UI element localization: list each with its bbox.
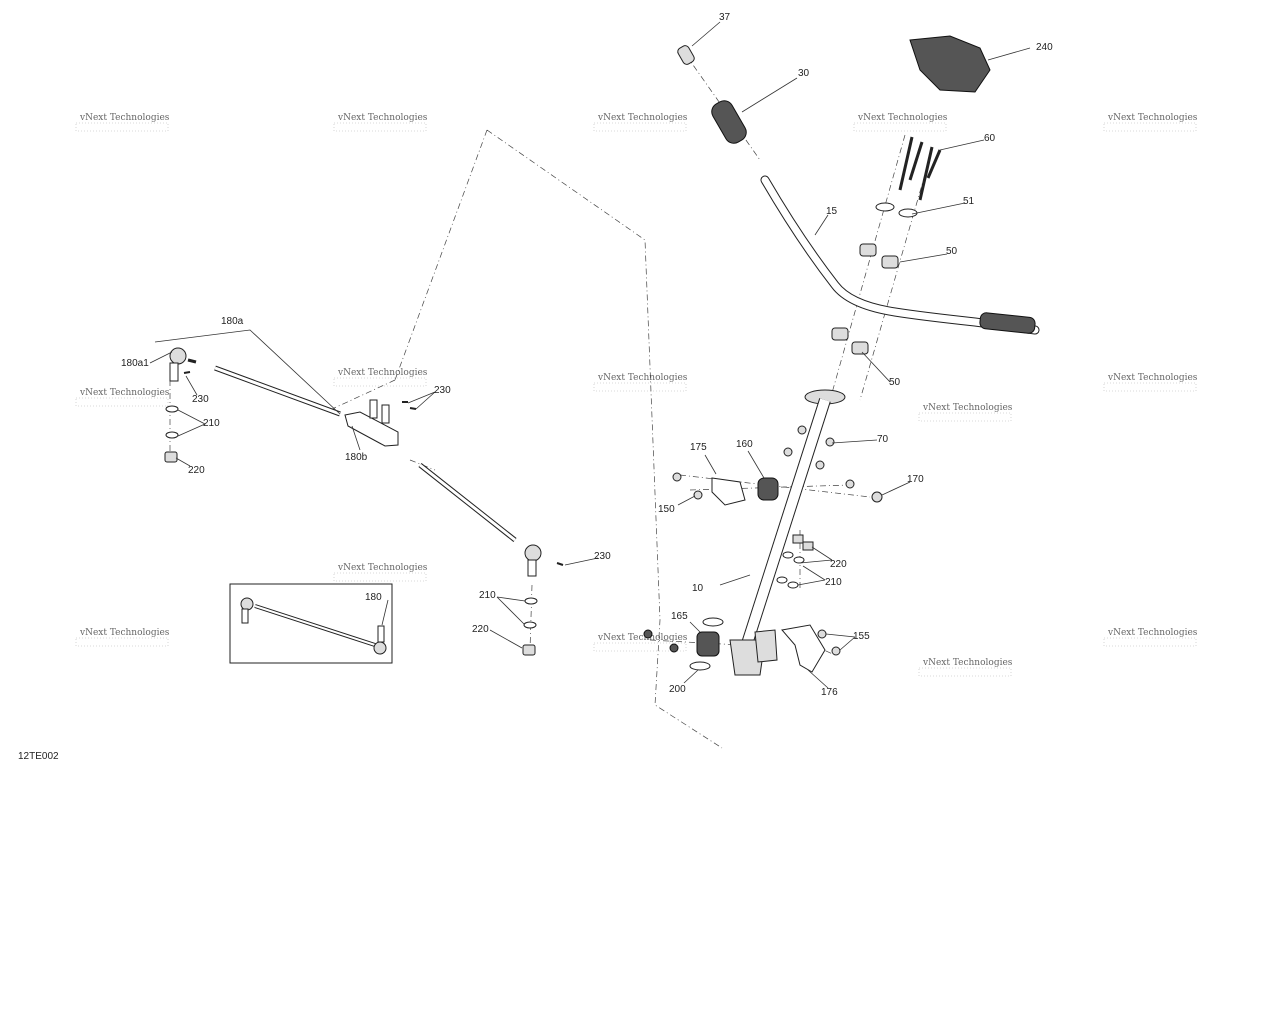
callout-label: 230 [434, 385, 451, 396]
leader-lines [149, 21, 1031, 689]
svg-text:vNext Technologies: vNext Technologies [79, 388, 170, 398]
watermark: vNext Technologies [918, 403, 1013, 422]
watermark: vNext Technologies [333, 113, 428, 132]
watermark: vNext Technologies [593, 633, 688, 652]
watermark: vNext Technologies [1103, 373, 1198, 392]
svg-text:vNext Technologies: vNext Technologies [337, 368, 428, 378]
svg-text:vNext Technologies: vNext Technologies [79, 628, 170, 638]
svg-text:vNext Technologies: vNext Technologies [1107, 628, 1198, 638]
callout-label: 175 [690, 442, 707, 453]
watermark: vNext Technologies [853, 113, 948, 132]
callout-label: 160 [736, 439, 753, 450]
callout-labels: 37 30 240 60 51 15 50 50 70 175 160 170 150 220 210 10 1… [121, 12, 1053, 698]
watermark: vNext Technologies [75, 113, 170, 132]
callout-label: 50 [946, 246, 958, 257]
axis-lines [169, 54, 933, 656]
callout-label: 70 [877, 434, 889, 445]
callout-label: 10 [692, 583, 704, 594]
callout-label: 155 [853, 631, 870, 642]
callout-label: 50 [889, 377, 901, 388]
callout-label: 180a1 [121, 358, 149, 369]
svg-text:vNext Technologies: vNext Technologies [1107, 373, 1198, 383]
callout-label: 165 [671, 611, 688, 622]
part-bolts [898, 136, 942, 201]
callout-label: 240 [1036, 42, 1053, 53]
svg-text:vNext Technologies: vNext Technologies [337, 113, 428, 123]
svg-text:vNext Technologies: vNext Technologies [79, 113, 170, 123]
callout-label: 180 [365, 592, 382, 603]
callout-label: 180a [221, 316, 244, 327]
callout-label: 176 [821, 687, 838, 698]
assembly-outline [329, 129, 723, 749]
watermark: vNext Technologies [918, 658, 1013, 677]
part-grip [711, 100, 747, 144]
callout-label: 51 [963, 196, 975, 207]
part-bushing [757, 477, 779, 501]
callout-label: 220 [188, 465, 205, 476]
callout-label: 170 [907, 474, 924, 485]
callout-label: 30 [798, 68, 810, 79]
callout-label: 180b [345, 452, 368, 463]
watermark: vNext Technologies [593, 373, 688, 392]
callout-label: 210 [825, 577, 842, 588]
callout-label: 210 [203, 418, 220, 429]
callout-label: 210 [479, 590, 496, 601]
callout-label: 220 [830, 559, 847, 570]
svg-text:vNext Technologies: vNext Technologies [922, 403, 1013, 413]
inset-tie-rod-assembly [229, 583, 393, 664]
callout-label: 60 [984, 133, 996, 144]
part-lower-bracket [754, 629, 778, 663]
svg-text:vNext Technologies: vNext Technologies [597, 373, 688, 383]
watermark: vNext Technologies [75, 628, 170, 647]
callout-label: 230 [594, 551, 611, 562]
svg-text:vNext Technologies: vNext Technologies [857, 113, 948, 123]
callout-label: 37 [719, 12, 731, 23]
callout-label: 150 [658, 504, 675, 515]
diagram-code: 12TE002 [18, 751, 59, 762]
watermark: vNext Technologies [593, 113, 688, 132]
svg-text:vNext Technologies: vNext Technologies [1107, 113, 1198, 123]
watermark: vNext Technologies [333, 563, 428, 582]
svg-text:vNext Technologies: vNext Technologies [597, 633, 688, 643]
part-bracket [711, 477, 746, 506]
svg-text:vNext Technologies: vNext Technologies [337, 563, 428, 573]
svg-text:vNext Technologies: vNext Technologies [922, 658, 1013, 668]
callout-label: 220 [472, 624, 489, 635]
watermark: vNext Technologies [1103, 628, 1198, 647]
part-handlebar-cover [909, 35, 991, 93]
callout-label: 200 [669, 684, 686, 695]
watermark: vNext Technologies [75, 388, 170, 407]
part-bearing [696, 631, 720, 657]
watermark: vNext Technologies [333, 368, 428, 387]
watermarks: vNext Technologies vNext Technologies vNex… [75, 113, 1198, 677]
svg-text:vNext Technologies: vNext Technologies [597, 113, 688, 123]
part-end-cap [677, 45, 695, 65]
part-tie-rod-b [344, 411, 399, 447]
callout-label: 230 [192, 394, 209, 405]
parts [164, 35, 1040, 676]
part-handlebar [760, 175, 1040, 335]
part-ball-joint [169, 347, 187, 365]
callout-label: 15 [826, 206, 838, 217]
watermark: vNext Technologies [1103, 113, 1198, 132]
